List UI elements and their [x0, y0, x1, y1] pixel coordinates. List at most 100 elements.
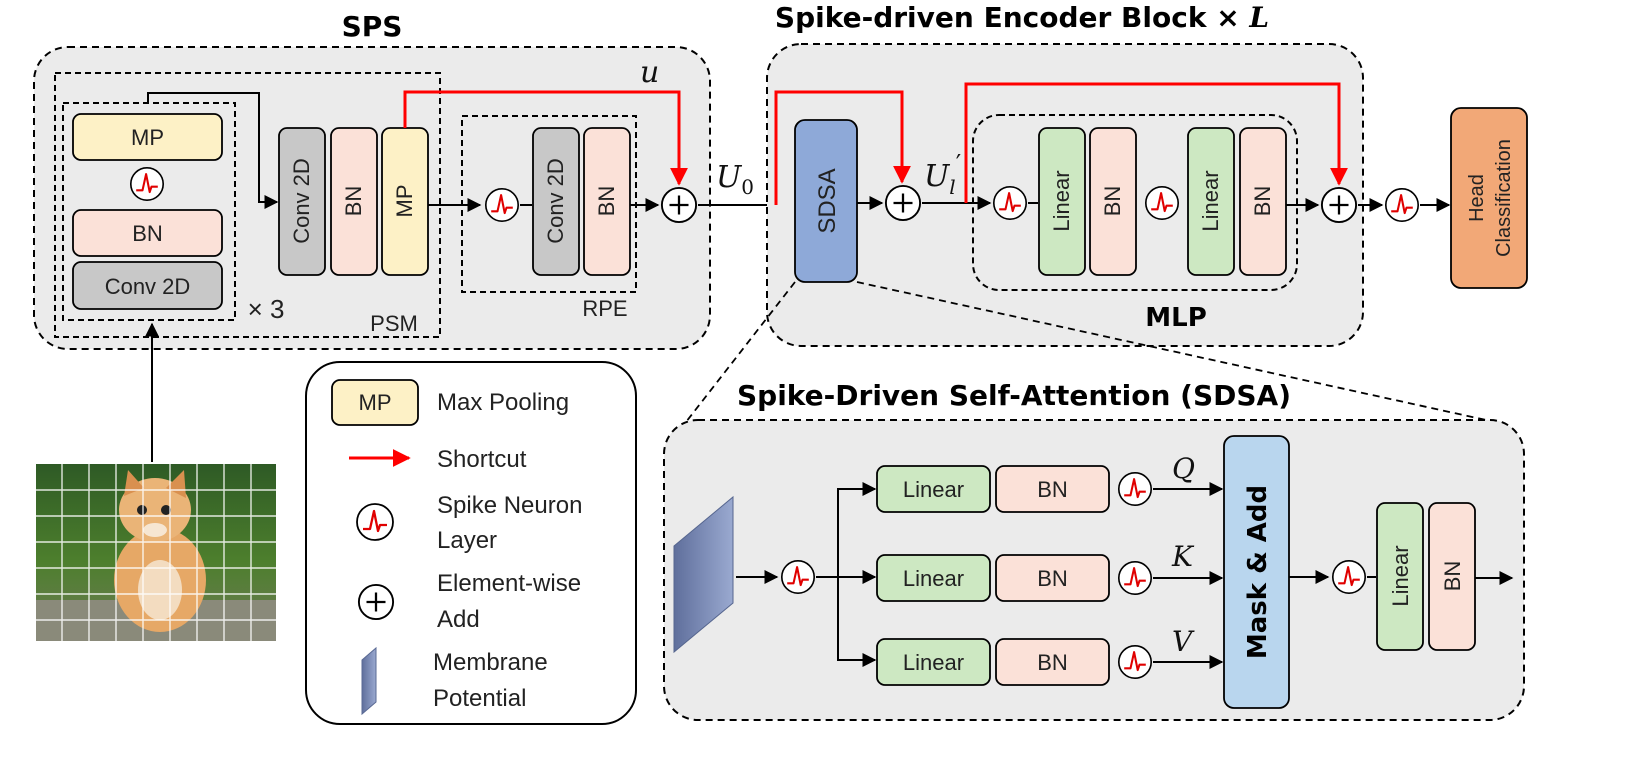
rpe-conv-block	[532, 127, 580, 276]
rpe-spike-neuron-icon	[484, 187, 520, 223]
k-bn-label: BN	[1037, 566, 1068, 591]
classification-label: Classification	[1493, 139, 1515, 257]
patch-grid	[36, 464, 276, 641]
kitten-head	[119, 478, 191, 542]
mlp-linear-1-block	[1038, 127, 1086, 276]
q-linear-block	[876, 465, 991, 513]
sps-title: SPS	[342, 10, 403, 43]
stem-bn-block	[72, 209, 223, 257]
head-classification-block	[1450, 107, 1528, 289]
head-label: Head	[1466, 174, 1488, 222]
mlp-box	[972, 114, 1298, 291]
legend-neuron-line1: Spike Neuron	[437, 492, 582, 519]
mask-add-block	[1223, 435, 1290, 709]
mlp-spike-neuron-2-icon	[1144, 185, 1180, 221]
legend-add-icon	[357, 583, 395, 621]
rpe-label: RPE	[582, 296, 627, 321]
kitten-muzzle	[143, 523, 167, 537]
encoder-shortcut-1	[774, 90, 911, 205]
kitten-eye-left	[137, 505, 147, 515]
sdsa-block	[794, 119, 858, 283]
branch-q-arrow	[816, 482, 877, 578]
stem-conv-label: Conv 2D	[105, 274, 191, 299]
zoom-line-left	[671, 281, 796, 441]
u-label: u	[640, 55, 659, 90]
legend: MP Max Pooling Shortcut Spike Neuron Lay…	[305, 361, 637, 725]
head-spike-neuron-icon	[1384, 187, 1420, 223]
k-linear-label: Linear	[903, 566, 964, 591]
rpe-bn-block	[583, 127, 631, 276]
ul-label: Ul′	[924, 150, 961, 199]
v-spike-neuron-icon	[1117, 644, 1153, 680]
sps-add-icon	[660, 186, 698, 224]
legend-membrane-line1: Membrane	[433, 649, 548, 676]
psm-conv-block	[278, 127, 326, 276]
encoder-title: Spike-driven Encoder Block × L	[775, 1, 1269, 34]
legend-add-line1: Element-wise	[437, 570, 581, 597]
stem-bn-label: BN	[132, 221, 163, 246]
v-bn-label: BN	[1037, 650, 1068, 675]
u-shortcut-arrow	[403, 90, 688, 186]
kitten-chest	[138, 560, 182, 620]
legend-mp-box	[331, 379, 419, 426]
v-label: V	[1172, 625, 1195, 658]
rpe-bn-label: BN	[594, 186, 619, 217]
v-linear-block	[876, 638, 991, 686]
mlp-linear-1-label: Linear	[1049, 170, 1074, 231]
psm-bn-label: BN	[341, 186, 366, 217]
stem-conv-block	[72, 261, 223, 310]
branch-v-arrow	[837, 577, 877, 667]
q-spike-neuron-icon	[1117, 471, 1153, 507]
kitten-eye-right	[161, 505, 171, 515]
sdsa-detail: Spike-Driven Self-Attention (SDSA) Linea…	[663, 379, 1525, 721]
out-linear-block	[1376, 502, 1424, 651]
input-image	[36, 464, 276, 641]
legend-shortcut-label: Shortcut	[437, 446, 527, 473]
q-label: Q	[1172, 452, 1195, 485]
legend-box	[305, 361, 637, 725]
psm-conv-label: Conv 2D	[289, 158, 314, 244]
q-linear-label: Linear	[903, 477, 964, 502]
k-linear-block	[876, 554, 991, 602]
out-bn-block	[1428, 502, 1476, 651]
sps-block: SPS PSM × 3 MP BN Conv 2D Conv 2D BN MP …	[33, 10, 711, 462]
stem-spike-neuron-icon	[129, 166, 165, 202]
mlp-spike-neuron-1-icon	[992, 185, 1028, 221]
k-spike-neuron-icon	[1117, 560, 1153, 596]
out-spike-neuron-icon	[1331, 559, 1367, 595]
mlp-bn-1-label: BN	[1100, 186, 1125, 217]
out-bn-label: BN	[1440, 561, 1465, 592]
mlp-bn-1-block	[1089, 127, 1137, 276]
mlp-bn-2-label: BN	[1250, 186, 1275, 217]
legend-spike-neuron-icon	[355, 502, 395, 542]
sdsa-detail-title: Spike-Driven Self-Attention (SDSA)	[737, 379, 1291, 412]
kitten-ears	[124, 470, 186, 498]
repeat-label: × 3	[248, 294, 285, 324]
q-bn-label: BN	[1037, 477, 1068, 502]
mlp-label: MLP	[1145, 303, 1207, 333]
legend-membrane-line2: Potential	[433, 685, 526, 712]
encoder-block: Spike-driven Encoder Block × L SDSA Ul′ …	[766, 1, 1364, 347]
k-bn-block	[995, 554, 1110, 602]
psm-bn-block	[330, 127, 378, 276]
rpe-conv-label: Conv 2D	[543, 158, 568, 244]
v-bn-block	[995, 638, 1110, 686]
psm-label: PSM	[370, 311, 418, 336]
psm-mp-label: MP	[392, 185, 417, 218]
sdsa-label: SDSA	[814, 168, 841, 233]
membrane-potential-icon	[673, 495, 734, 654]
legend-membrane-icon	[361, 646, 377, 716]
out-linear-label: Linear	[1388, 545, 1413, 606]
u0-label: U0	[716, 160, 754, 199]
legend-neuron-line2: Layer	[437, 527, 497, 554]
mlp-bn-2-block	[1239, 127, 1287, 276]
psm-box	[54, 72, 441, 338]
legend-mp-text: MP	[359, 390, 392, 415]
q-bn-block	[995, 465, 1110, 513]
v-linear-label: Linear	[903, 650, 964, 675]
stem-mp-label: MP	[131, 125, 164, 150]
encoder-add-1-icon	[884, 184, 922, 222]
sdsa-input-spike-neuron-icon	[780, 559, 816, 595]
mlp-linear-2-label: Linear	[1198, 170, 1223, 231]
